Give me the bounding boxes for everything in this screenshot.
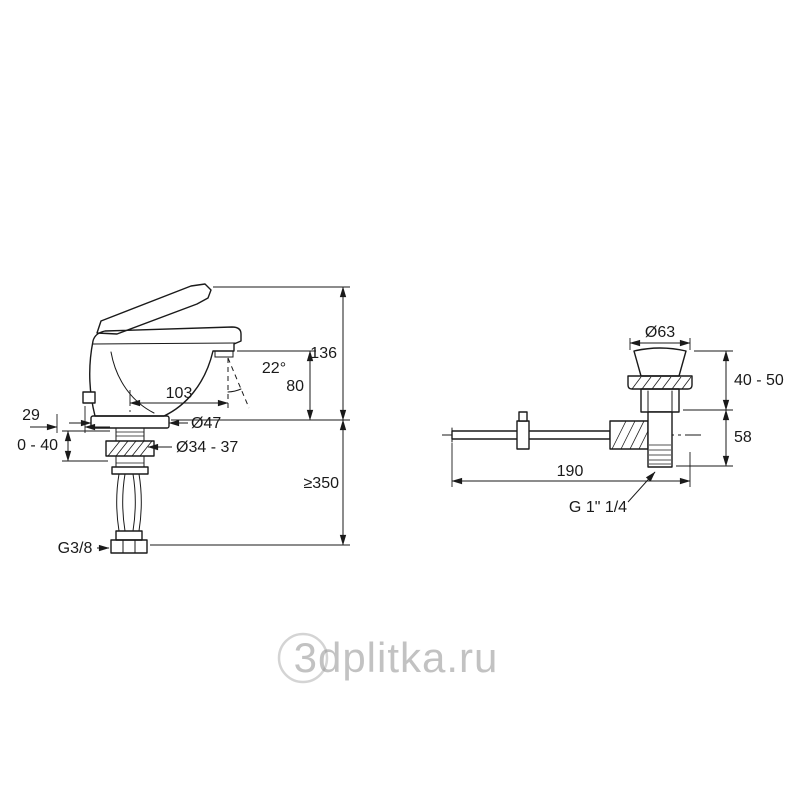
faucet-block-bottom-line [92,342,236,345]
dim-hole-diameter: Ø34 - 37 [176,439,238,456]
connection-nut-hatch [611,420,649,450]
dim-spout-reach: 103 [166,385,193,402]
hose-connector [111,466,149,475]
dim-spout-angle: 22° [262,360,286,377]
hose-end-nut [110,539,148,554]
waste-body [640,388,680,413]
popup-rod-knob [82,391,96,404]
dim-upper-height: 40 - 50 [734,372,784,389]
dim-lower-height: 58 [734,429,752,446]
stream-angle-construction [227,357,250,410]
dim-supply-thread: G3/8 [58,540,93,557]
dim-top-diameter: Ø63 [645,324,675,341]
rod-pivot-body [516,420,530,450]
dim-total-height: 136 [310,345,337,362]
rod-pivot-knob [518,411,528,422]
dim-rod-length: 190 [557,463,584,480]
watermark: 3dplitka.ru [277,632,499,684]
faucet-lever-handle [96,283,212,335]
dim-base-diameter: Ø47 [191,415,221,432]
faucet-front-view [82,283,250,554]
dim-rod-offset: 29 [22,407,40,424]
dim-waste-thread: G 1" 1/4 [569,499,627,516]
mounting-nut-hatch [107,440,153,457]
waste-cap-flange [627,375,693,390]
waste-cap-dome [633,347,687,377]
faucet-base-flange [90,415,170,429]
watermark-logo-circle [277,632,329,684]
faucet-neck-contour [110,351,155,414]
drain-dimensions: Ø63 40 - 50 58 190 G 1" 1/4 [451,324,784,516]
popup-rod [451,430,611,440]
dim-hose-length: ≥350 [304,475,340,492]
mounting-shank [105,427,155,475]
dim-spout-height: 80 [286,378,304,395]
waste-tailpipe [647,411,673,468]
dim-deck-thickness: 0 - 40 [17,437,58,454]
drain-assembly-view [442,347,702,468]
waste-seal-hatch [631,376,692,390]
hose-end-fitting [115,530,143,541]
tailpipe-thread-ticks [649,444,671,465]
supply-hoses [116,473,142,532]
leader-waste-thread [627,471,656,503]
watermark-text: 3dplitka.ru [294,634,499,681]
faucet-aerator [214,350,234,358]
faucet-dimensions: 136 80 22° 103 29 Ø47 0 - 40 Ø34 - 37 ≥3… [17,286,350,557]
